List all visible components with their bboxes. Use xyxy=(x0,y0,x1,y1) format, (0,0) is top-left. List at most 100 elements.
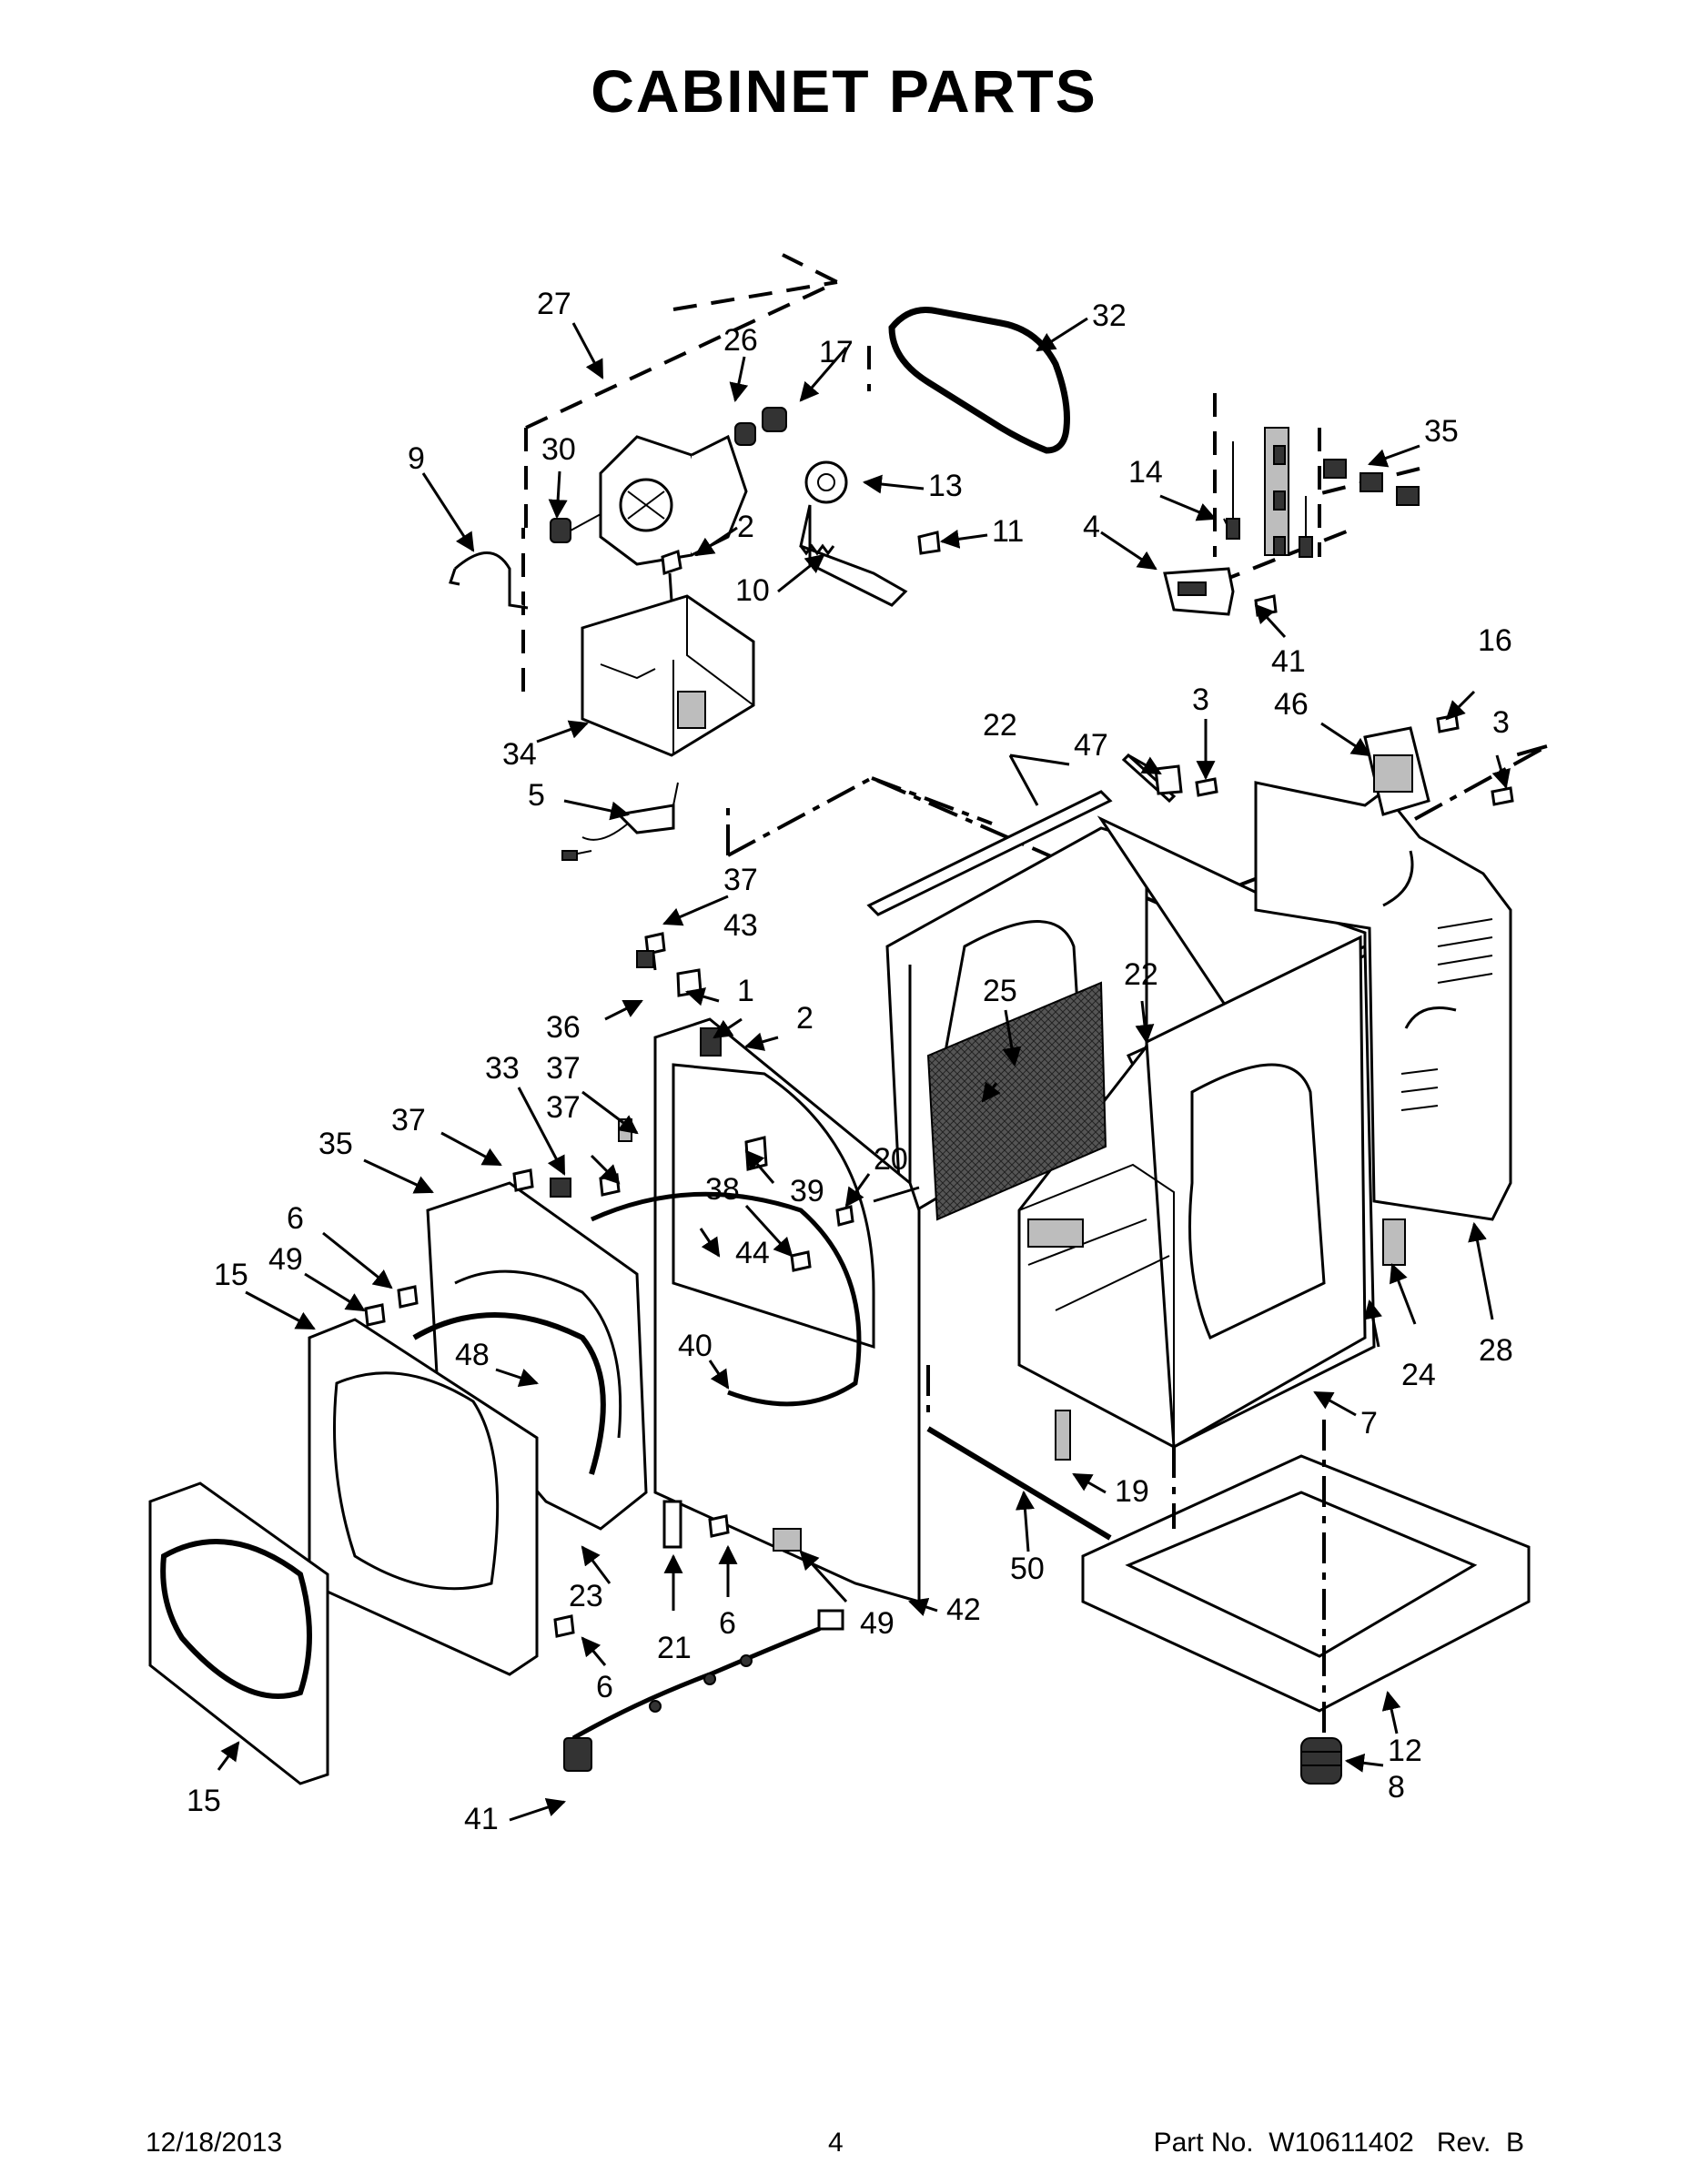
callout-43: 43 xyxy=(723,908,758,943)
callout-28: 28 xyxy=(1479,1333,1513,1368)
callout-44: 44 xyxy=(735,1236,770,1270)
callout-24: 24 xyxy=(1401,1358,1436,1392)
callout-6c: 6 xyxy=(596,1670,613,1704)
callout-18: 17 xyxy=(819,335,854,369)
callout-31: 33 xyxy=(485,1051,520,1086)
callout-3a: 3 xyxy=(1192,682,1209,717)
callout-47: 48 xyxy=(455,1338,490,1372)
callout-23: 23 xyxy=(569,1579,603,1613)
cabinet-main xyxy=(926,815,1376,1450)
footer-date: 12/18/2013 xyxy=(146,2128,283,2158)
callout-11: 11 xyxy=(992,514,1024,549)
callout-26: 26 xyxy=(723,323,758,358)
callout-37a: 37 xyxy=(723,863,758,897)
callout-39: 40 xyxy=(678,1329,713,1363)
idler-screw xyxy=(917,531,941,555)
callout-37b: 37 xyxy=(546,1090,581,1125)
callout-46: 47 xyxy=(1074,728,1108,763)
callout-32: 34 xyxy=(502,737,537,772)
door-screw-a xyxy=(397,1285,419,1309)
cabinet-clip xyxy=(1154,764,1183,795)
callout-10: 10 xyxy=(735,573,770,608)
callout-20: 20 xyxy=(874,1142,908,1177)
thermal-fuse-filter xyxy=(1382,1218,1406,1266)
callout-2b: 2 xyxy=(796,1001,814,1036)
callout-16: 15 xyxy=(214,1258,248,1292)
door-latch-clip xyxy=(550,1178,571,1198)
hinge-plate xyxy=(662,1500,682,1549)
callout-6b: 6 xyxy=(719,1606,736,1641)
callout-29: 30 xyxy=(541,432,576,467)
front-panel xyxy=(653,1017,921,1603)
callout-41: 41 xyxy=(464,1802,499,1836)
motor-harness xyxy=(561,782,679,861)
callout-36: 37 xyxy=(546,1051,581,1086)
motor-pulley xyxy=(550,513,601,543)
motor-bearing-parts xyxy=(734,407,787,446)
callout-48: 49 xyxy=(268,1242,303,1277)
callout-42: 42 xyxy=(946,1592,981,1627)
callout-49: 49 xyxy=(860,1606,895,1641)
door-strike-screw xyxy=(790,1250,812,1272)
callout-6a: 6 xyxy=(287,1201,304,1236)
callout-40: 41 xyxy=(1271,644,1306,679)
motor-mount xyxy=(581,594,755,757)
callout-12: 12 xyxy=(1388,1734,1422,1768)
callout-25: 25 xyxy=(983,974,1017,1008)
idler-spring xyxy=(799,543,835,556)
bezel-screw xyxy=(599,1173,621,1197)
callout-33: 35 xyxy=(1424,414,1459,449)
hinge-clip xyxy=(636,950,654,968)
callout-13: 13 xyxy=(928,469,963,503)
callout-19: 19 xyxy=(1115,1474,1149,1509)
toe-kick-rod xyxy=(926,1426,1112,1541)
motor-assembly-group xyxy=(449,253,941,861)
callout-38: 39 xyxy=(790,1174,824,1208)
callout-22b: 22 xyxy=(1124,957,1158,992)
callout-3b: 3 xyxy=(1492,705,1510,740)
leveling-bracket xyxy=(1055,1410,1071,1461)
cabinet-screw xyxy=(1195,777,1218,797)
callout-22a: 22 xyxy=(983,708,1017,743)
callout-leaders xyxy=(217,317,1511,1822)
page-title: CABINET PARTS xyxy=(591,57,1097,125)
power-cord xyxy=(563,1609,844,1772)
callout-9: 9 xyxy=(408,441,425,476)
callout-labels: 27 26 17 32 9 30 2 13 11 10 35 14 4 41 3… xyxy=(187,287,1513,1836)
door-window-glass xyxy=(148,1481,329,1785)
leveling-foot xyxy=(1300,1737,1342,1785)
callout-8: 8 xyxy=(1388,1770,1405,1805)
footer-page-number: 4 xyxy=(828,2128,844,2158)
drive-belt xyxy=(888,307,1070,454)
callout-30: 32 xyxy=(1092,298,1127,333)
callout-37c: 37 xyxy=(391,1103,426,1138)
motor-clamp xyxy=(449,551,529,610)
terminal-block-group xyxy=(1213,393,1420,584)
door-gasket xyxy=(412,1312,606,1475)
door-washer xyxy=(364,1303,386,1327)
door-seal xyxy=(590,1191,862,1407)
mount-screw xyxy=(661,549,682,602)
callout-4: 4 xyxy=(1083,510,1100,544)
callout-14: 14 xyxy=(1128,455,1163,490)
footer-part-number: Part No. W10611402 Rev. B xyxy=(1153,2128,1524,2158)
callout-50: 50 xyxy=(1010,1552,1045,1586)
drive-motor xyxy=(599,434,748,566)
callout-15: 15 xyxy=(187,1784,221,1818)
vent-bracket xyxy=(1363,726,1430,816)
door-magnet xyxy=(773,1528,802,1552)
callout-34: 35 xyxy=(318,1127,353,1161)
callout-45: 46 xyxy=(1274,687,1309,722)
lint-filter-screen xyxy=(926,981,1107,1221)
panel-screw xyxy=(512,1168,534,1192)
front-screw xyxy=(553,1614,575,1638)
callout-1: 1 xyxy=(737,974,754,1008)
rear-screw xyxy=(1491,786,1514,806)
callout-21: 21 xyxy=(657,1631,692,1665)
callout-7: 7 xyxy=(1360,1406,1378,1441)
callout-5: 5 xyxy=(528,778,545,813)
callout-2a: 2 xyxy=(737,510,754,544)
callout-17: 16 xyxy=(1478,623,1512,658)
door-strike xyxy=(835,1205,854,1227)
